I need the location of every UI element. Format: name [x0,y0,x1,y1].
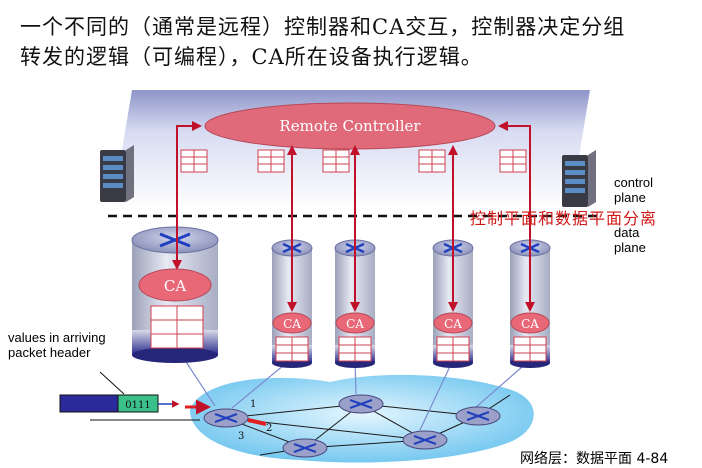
packet [59,371,180,413]
server-icon-left [100,145,134,202]
packet-header-value: 0111 [125,400,150,411]
title-line-2: 转发的逻辑（可编程），CA所在设备执行逻辑。 [20,45,483,69]
ca-label-3: CA [444,317,462,331]
switch-large [131,226,219,363]
slide-footer: 网络层：数据平面 4-84 [520,451,669,467]
separation-label: 控制平面和数据平面分离 [470,209,658,228]
port-1: 1 [250,399,256,410]
control-plane-label: control plane [614,175,654,205]
network-cloud [190,374,534,463]
remote-controller-label: Remote Controller [279,117,421,135]
cloud-routers [203,394,501,458]
port-3: 3 [238,431,244,442]
controller-ca-arrows [172,121,535,312]
data-plane-label: data plane [614,225,646,255]
ca-label-1: CA [283,317,301,331]
slide-title: 一个不同的（通常是远程）控制器和CA交互，控制器决定分组 转发的逻辑（可编程），… [20,12,700,72]
server-icon-right [562,150,596,207]
values-label: values in arriving packet header [8,330,106,360]
ca-label-large: CA [164,277,186,295]
ca-label-4: CA [521,317,539,331]
port-2: 2 [266,423,272,434]
forwarding-arrow [247,418,267,426]
ca-label-2: CA [346,317,364,331]
title-line-1: 一个不同的（通常是远程）控制器和CA交互，控制器决定分组 [20,15,626,39]
